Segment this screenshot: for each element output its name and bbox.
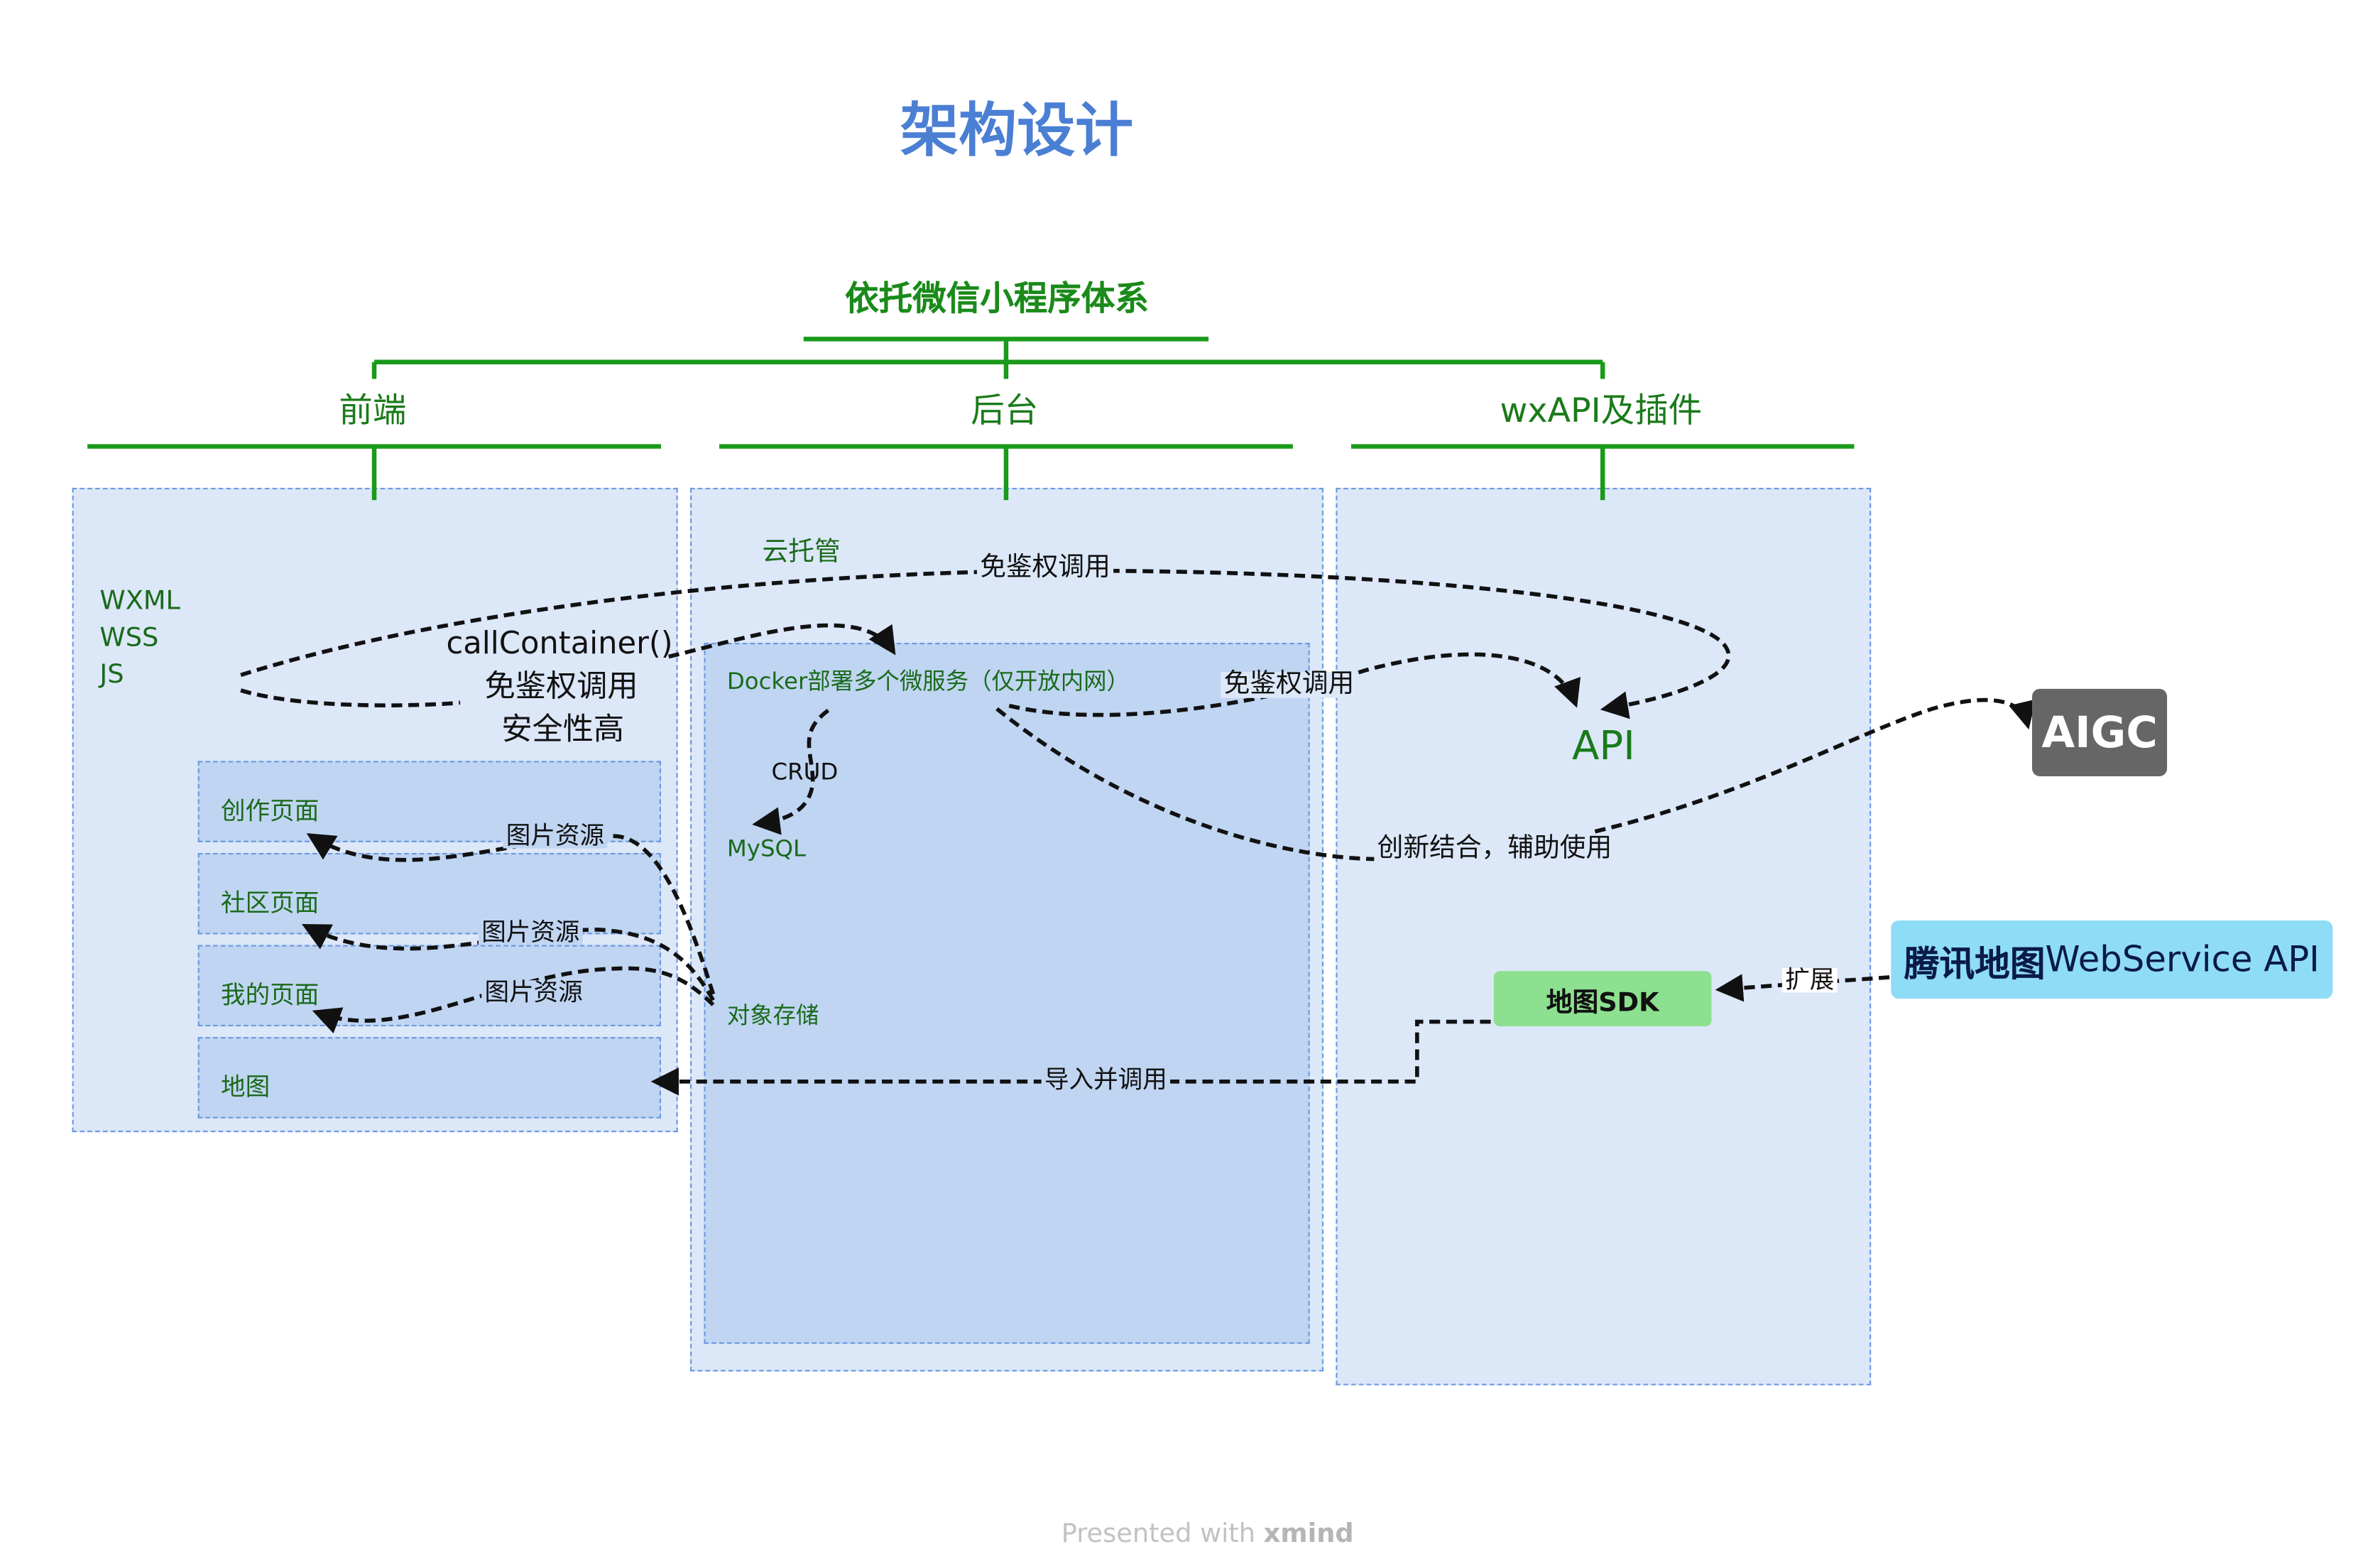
- edge-label-innovation: 创新结合，辅助使用: [1374, 835, 1615, 862]
- crud-label: CRUD: [771, 758, 839, 786]
- call-note-secure: 安全性高: [501, 710, 625, 747]
- tech-wss: WSS: [99, 622, 159, 654]
- edge-label-image-res-2: 图片资源: [478, 920, 583, 945]
- page-label-map: 地图: [221, 1072, 271, 1102]
- tech-wxml: WXML: [99, 586, 181, 617]
- edge-label-image-res-1: 图片资源: [503, 823, 608, 849]
- page-box-community[interactable]: 社区页面: [197, 852, 661, 935]
- tencent-map-bold: 腾讯地图: [1904, 944, 2046, 984]
- arrow-frontend-to-docker: [240, 623, 892, 707]
- edge-label-image-res-3: 图片资源: [481, 979, 586, 1005]
- footer-brand: xmind: [1263, 1518, 1354, 1550]
- tech-js: JS: [99, 659, 124, 691]
- wxapi-panel: [1336, 487, 1872, 1386]
- page-label-community: 社区页面: [221, 888, 320, 918]
- api-node[interactable]: API: [1572, 724, 1635, 771]
- call-note-auth: 免鉴权调用: [484, 667, 638, 705]
- call-note-func: callContainer(): [446, 624, 673, 661]
- branch-frontend[interactable]: 前端: [339, 392, 407, 431]
- mysql-label[interactable]: MySQL: [726, 835, 807, 862]
- arrow-storage-to-mine: [312, 966, 715, 1034]
- page-label-create: 创作页面: [221, 796, 320, 826]
- tencent-map-rest: WebService API: [2045, 940, 2320, 980]
- edge-label-extend: 扩展: [1781, 967, 1838, 993]
- arrow-docker-to-aigc: [995, 700, 2028, 862]
- arrow-frontend-to-api: [240, 568, 1731, 719]
- root-node[interactable]: 依托微信小程序体系: [845, 281, 1149, 320]
- page-title: 架构设计: [900, 97, 1134, 165]
- edge-label-auth-free-top: 免鉴权调用: [976, 555, 1114, 582]
- object-storage-label[interactable]: 对象存储: [726, 1001, 819, 1030]
- edge-label-import-call: 导入并调用: [1041, 1067, 1171, 1092]
- arrow-crud-to-mysql: [752, 708, 830, 835]
- branch-backend[interactable]: 后台: [971, 392, 1039, 431]
- footer-prefix: Presented with: [1061, 1518, 1264, 1550]
- cloud-hosting-label: 云托管: [762, 537, 841, 568]
- page-label-mine: 我的页面: [221, 980, 320, 1010]
- arrow-mapsdk-to-map: [650, 1019, 1491, 1096]
- docker-label: Docker部署多个微服务（仅开放内网）: [726, 667, 1130, 695]
- footer-credit: Presented with xmind: [1061, 1521, 1354, 1548]
- aigc-node[interactable]: AIGC: [2032, 688, 2168, 776]
- branch-wxapi[interactable]: wxAPI及插件: [1500, 392, 1703, 431]
- map-sdk-node[interactable]: 地图SDK: [1493, 971, 1712, 1027]
- docker-subpanel: [704, 643, 1310, 1344]
- page-box-map[interactable]: 地图: [197, 1037, 661, 1119]
- edge-label-auth-free-docker: 免鉴权调用: [1221, 671, 1358, 698]
- tree-lines: [87, 337, 1855, 501]
